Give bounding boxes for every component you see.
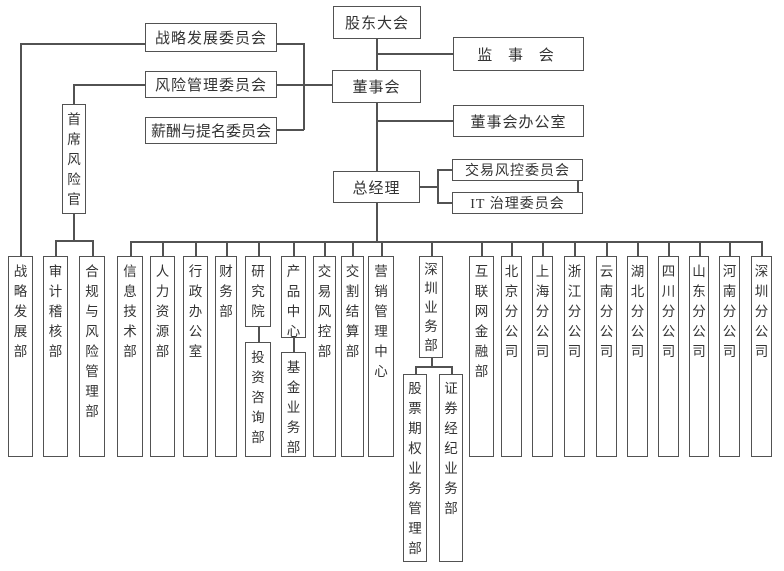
connector-line xyxy=(377,120,453,122)
connector-line xyxy=(415,366,452,368)
dept-trading-risk-control: 交易风控部 xyxy=(313,256,336,457)
connector-line xyxy=(376,39,378,70)
connector-line xyxy=(303,43,305,130)
connector-line xyxy=(415,366,417,374)
branch-yunnan: 云南分公司 xyxy=(596,256,617,457)
dept-information-technology: 信息技术部 xyxy=(117,256,143,457)
dept-audit: 审计稽核部 xyxy=(43,256,68,457)
connector-line xyxy=(729,241,731,256)
dept-research-institute: 研究院 xyxy=(245,256,271,327)
connector-line xyxy=(420,186,438,188)
connector-bus xyxy=(130,241,762,243)
connector-line xyxy=(73,84,75,104)
dept-product-center: 产品中心 xyxy=(281,256,306,338)
connector-line xyxy=(511,241,513,256)
branch-sichuan: 四川分公司 xyxy=(658,256,679,457)
dept-admin-office: 行政办公室 xyxy=(183,256,208,457)
connector-line xyxy=(377,53,453,55)
node-compensation-nomination-committee: 薪酬与提名委员会 xyxy=(145,117,277,144)
node-board-office: 董事会办公室 xyxy=(453,105,584,137)
connector-line xyxy=(431,358,433,367)
node-strategy-development-committee: 战略发展委员会 xyxy=(145,23,277,52)
connector-line xyxy=(277,43,304,45)
connector-line xyxy=(542,241,544,256)
dept-human-resources: 人力资源部 xyxy=(150,256,175,457)
branch-hubei: 湖北分公司 xyxy=(627,256,648,457)
branch-zhejiang: 浙江分公司 xyxy=(564,256,585,457)
connector-line xyxy=(277,84,332,86)
connector-line xyxy=(130,241,132,256)
connector-line xyxy=(577,181,579,192)
dept-marketing-center: 营销管理中心 xyxy=(368,256,394,457)
branch-shandong: 山东分公司 xyxy=(689,256,709,457)
connector-line xyxy=(574,241,576,256)
connector-line xyxy=(162,241,164,256)
connector-line xyxy=(376,103,378,171)
dept-shenzhen-business: 深圳业务部 xyxy=(419,256,443,358)
branch-beijing: 北京分公司 xyxy=(501,256,522,457)
connector-line xyxy=(437,169,439,203)
connector-line xyxy=(437,169,452,171)
connector-line xyxy=(277,129,304,131)
connector-line xyxy=(73,84,145,86)
branch-henan: 河南分公司 xyxy=(719,256,740,457)
connector-line xyxy=(258,241,260,256)
dept-internet-finance: 互联网金融部 xyxy=(469,256,494,457)
node-board-of-directors: 董事会 xyxy=(332,70,421,103)
node-risk-management-committee: 风险管理委员会 xyxy=(145,71,277,98)
connector-line xyxy=(761,241,763,256)
connector-line xyxy=(73,214,75,241)
dept-investment-consulting: 投资咨询部 xyxy=(245,342,271,457)
connector-line xyxy=(258,327,260,342)
node-chief-risk-officer: 首席风险官 xyxy=(62,104,86,214)
connector-line xyxy=(324,241,326,256)
connector-line xyxy=(606,241,608,256)
dept-strategy-development: 战略发展部 xyxy=(8,256,33,457)
connector-line xyxy=(637,241,639,256)
connector-line xyxy=(195,241,197,256)
dept-finance: 财务部 xyxy=(215,256,237,457)
connector-line xyxy=(55,240,57,256)
connector-line xyxy=(352,241,354,256)
connector-line xyxy=(226,241,228,256)
connector-line xyxy=(451,366,453,374)
connector-line xyxy=(20,43,145,45)
connector-line xyxy=(437,202,452,204)
branch-shanghai: 上海分公司 xyxy=(532,256,553,457)
branch-shenzhen: 深圳分公司 xyxy=(751,256,772,457)
node-supervisory-board: 监 事 会 xyxy=(453,37,584,71)
connector-line xyxy=(293,338,295,352)
dept-fund-business: 基金业务部 xyxy=(281,352,306,457)
dept-stock-options-mgmt: 股票期权业务管理部 xyxy=(403,374,427,562)
connector-line xyxy=(293,241,295,256)
connector-line xyxy=(668,241,670,256)
connector-line xyxy=(431,241,433,256)
node-it-governance-committee: IT 治理委员会 xyxy=(452,192,583,214)
dept-securities-brokerage: 证券经纪业务部 xyxy=(439,374,463,562)
dept-clearing-settlement: 交割结算部 xyxy=(341,256,364,457)
connector-line xyxy=(376,203,378,242)
connector-line xyxy=(55,240,93,242)
connector-line xyxy=(481,241,483,256)
dept-compliance-risk: 合规与风险管理部 xyxy=(79,256,105,457)
connector-line xyxy=(699,241,701,256)
node-shareholders-meeting: 股东大会 xyxy=(333,6,421,39)
connector-line xyxy=(381,241,383,256)
connector-line xyxy=(20,43,22,256)
node-trading-risk-control-committee: 交易风控委员会 xyxy=(452,159,583,181)
connector-line xyxy=(92,240,94,256)
node-general-manager: 总经理 xyxy=(333,171,420,203)
